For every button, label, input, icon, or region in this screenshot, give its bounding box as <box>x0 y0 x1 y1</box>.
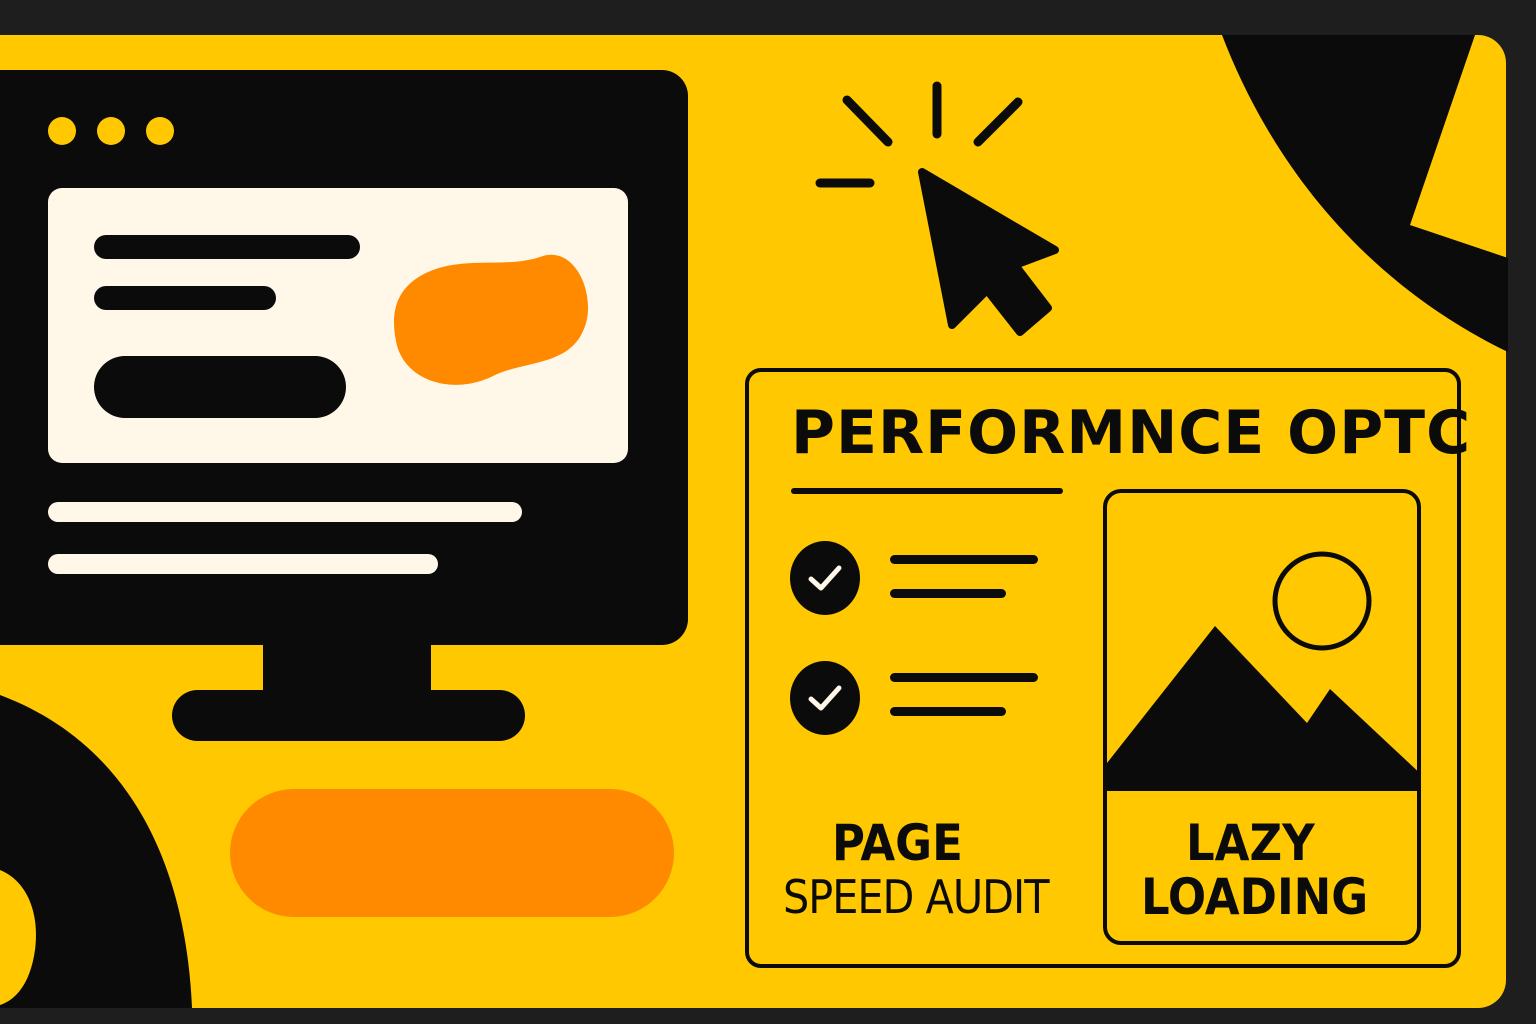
monitor-neck <box>263 644 431 694</box>
performance-panel <box>745 368 1461 968</box>
image-placeholder-card <box>1103 489 1421 945</box>
hero-card <box>48 188 628 463</box>
bottom-left-yellow-blob <box>0 870 36 1005</box>
text-line <box>94 286 276 310</box>
panel-title: PERFORMNCE OPTC <box>791 398 1472 468</box>
cursor-click-icon <box>815 81 1059 336</box>
text-line <box>94 235 360 259</box>
button-shape <box>94 356 346 418</box>
monitor-screen <box>0 70 688 645</box>
label-loading: LOADING <box>1141 868 1369 926</box>
title-underline <box>791 488 1063 494</box>
monitor-stand <box>172 690 525 741</box>
checkmark-icon <box>790 541 860 615</box>
checkmark-icon <box>790 661 860 735</box>
label-lazy: LAZY <box>1186 814 1315 872</box>
checklist-line <box>890 555 1038 564</box>
checklist-line <box>890 707 1006 716</box>
top-right-dark-shape <box>1222 35 1508 352</box>
bottom-left-dark-shape <box>0 695 192 1008</box>
orange-pill-button <box>230 789 674 917</box>
window-dot <box>97 117 125 145</box>
label-page: PAGE <box>832 814 963 872</box>
window-dot <box>146 117 174 145</box>
window-dot <box>48 117 76 145</box>
caption-line <box>48 554 438 574</box>
label-speed-audit: SPEED AUDIT <box>783 870 1049 924</box>
caption-line <box>48 502 522 522</box>
image-placeholder-icon <box>1107 551 1417 791</box>
orange-blob-icon <box>393 254 589 385</box>
checklist-line <box>890 673 1038 682</box>
checklist-line <box>890 589 1006 598</box>
monitor-illustration <box>0 70 690 742</box>
